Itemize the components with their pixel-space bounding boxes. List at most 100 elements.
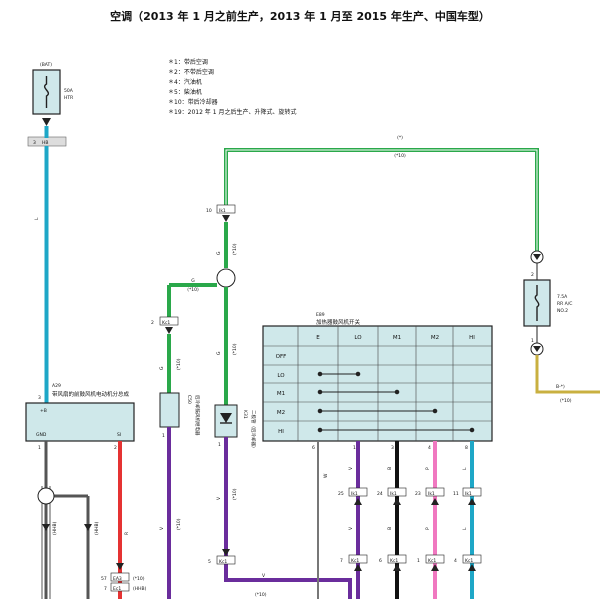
fuse-right-name: NO.2 <box>557 308 568 314</box>
relay-c50 <box>159 392 180 428</box>
wire-color-label: G <box>216 351 222 355</box>
connector-pin: 6 <box>379 558 382 564</box>
note: ＊4：汽油机 <box>168 78 202 86</box>
wire-note: (HHB) <box>94 521 100 535</box>
note: ＊5：柴油机 <box>168 88 202 96</box>
connector-id: Kc1 <box>390 558 398 564</box>
connector-ea3 <box>110 572 130 582</box>
connector-id: Ik1 <box>428 491 435 497</box>
connector-pin: 57 <box>101 576 107 582</box>
switch-row: OFF <box>276 354 287 360</box>
connector-ec1 <box>110 582 130 592</box>
arrow-down-icon <box>222 215 230 222</box>
wire-g <box>224 148 539 253</box>
switch-row: HI <box>278 429 284 435</box>
blower-pin-b: +B <box>40 408 47 414</box>
connector-sub: (*10) <box>133 576 145 582</box>
wire-label: (*10) <box>560 398 572 404</box>
arrow-down-icon <box>533 346 541 352</box>
connector-kc1 <box>387 554 407 564</box>
connector-ik1 <box>387 487 407 497</box>
wire-color-label: V <box>216 496 222 500</box>
connector-kc1 <box>216 555 236 565</box>
blower-pin-num: 2 <box>114 445 117 451</box>
fuse-right-pin: 2 <box>531 272 534 278</box>
wire-color-label: R <box>124 532 130 535</box>
connector-id: Ik1 <box>390 491 397 497</box>
connector-pin: 23 <box>415 491 421 497</box>
fuse-icon <box>534 285 540 321</box>
blower-pin-si: SI <box>117 432 121 438</box>
wire-note: (*10) <box>232 488 238 500</box>
fuse-left-source: (BAT) <box>40 62 52 68</box>
switch-col: M1 <box>393 335 401 341</box>
connector-id: Ik1 <box>465 491 472 497</box>
wire-color-label: B <box>387 467 393 470</box>
wire-label: B-*) <box>556 384 565 390</box>
arrow-up-icon <box>393 498 401 505</box>
arrow-up-icon <box>431 564 439 571</box>
connector-id: EA3 <box>113 576 122 582</box>
relay-pin: 1 <box>162 433 165 439</box>
wire-note: (HHB) <box>52 521 58 535</box>
switch-table <box>262 325 493 442</box>
wire-color-label: L <box>462 527 468 530</box>
fuse-right-amp: 7.5A <box>557 294 568 300</box>
switch-ref: E89 <box>316 312 325 318</box>
connector-pin: 11 <box>453 491 459 497</box>
connector-kc1 <box>425 554 445 564</box>
connector-id: Kc1 <box>428 558 436 564</box>
switch-col: M2 <box>431 335 439 341</box>
arrow-down-icon <box>116 563 124 570</box>
wire-color-label: V <box>348 526 354 530</box>
note: ＊1：带后空调 <box>168 58 208 66</box>
connector-pin: 3 <box>33 140 36 146</box>
blower-ref: A29 <box>52 383 61 389</box>
fuse-left-name: HTR <box>64 95 73 101</box>
connector-pin: 7 <box>340 558 343 564</box>
wire-color-label: P <box>425 527 431 530</box>
connector-pin: 10 <box>206 208 212 214</box>
switch-name: 加热器鼓风机开关 <box>316 318 361 326</box>
connector-id: Kc1 <box>351 558 359 564</box>
diode-pin: 1 <box>218 442 221 448</box>
switch-pin: 3 <box>391 445 394 451</box>
notes: ＊1：带后空调 ＊2：不带后空调 ＊4：汽油机 ＊5：柴油机 ＊10：带后冷却器… <box>168 58 296 116</box>
arrow-down-icon <box>42 524 50 531</box>
arrow-down-icon <box>84 524 92 531</box>
connector-id: Kc1 <box>162 320 170 326</box>
switch-pin: 8 <box>465 445 468 451</box>
wire-label: (*10) <box>394 153 406 159</box>
connector-ik1 <box>348 487 368 497</box>
wire-color-label: W <box>323 473 329 478</box>
blower-motor-box <box>25 402 135 442</box>
arrow-up-icon <box>354 498 362 505</box>
switch-row: LO <box>277 373 285 379</box>
arrow-up-icon <box>393 564 401 571</box>
wire-note: (*10) <box>187 287 199 293</box>
switch-col: LO <box>354 335 362 341</box>
fuse-right-pin: 1 <box>531 338 534 344</box>
arrow-down-icon <box>222 549 230 556</box>
connector-pin: 1 <box>417 558 420 564</box>
arrow-up-icon <box>354 564 362 571</box>
switch-col: E <box>316 335 320 341</box>
note: ＊10：带后冷却器 <box>168 98 218 106</box>
diode-ref: K31 <box>242 410 248 419</box>
fuse-right-name: RR A/C <box>557 301 572 307</box>
wire-color-label: G <box>159 366 165 370</box>
connector-pin: 5 <box>208 559 211 565</box>
wire-note: (*10) <box>176 358 182 370</box>
switch-row: M2 <box>277 410 285 416</box>
wire-note: (*10) <box>176 518 182 530</box>
connector-ik1 <box>425 487 445 497</box>
page-title: 空调（2013 年 1 月之前生产，2013 年 1 月至 2015 年生产、中… <box>110 9 490 23</box>
fuse-left-amp: 50A <box>64 88 74 94</box>
connector-sub: (HHB) <box>133 586 147 592</box>
wire-color-label: B <box>387 527 393 530</box>
bottom-connectors: 7 Kc1 6 Kc1 1 Kc1 4 Kc1 <box>340 554 482 564</box>
switch-col: HI <box>469 335 475 341</box>
wire-v <box>224 437 352 599</box>
wire-label: (*) <box>397 135 403 141</box>
connector-ik1 <box>216 204 236 214</box>
